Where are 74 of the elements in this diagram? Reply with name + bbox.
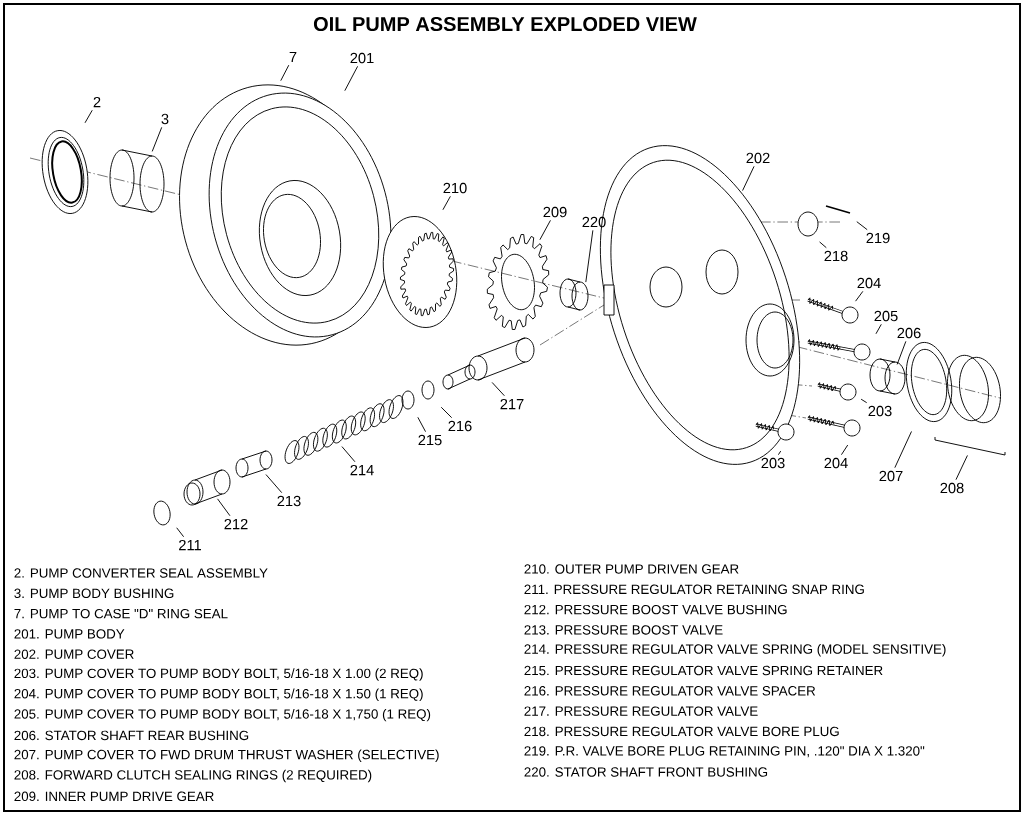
leader-line xyxy=(344,65,359,92)
parts-list-entry: 212. PRESSURE BOOST VALVE BUSHING xyxy=(524,604,787,615)
parts-list-entry: 203. PUMP COVER TO PUMP BODY BOLT, 5/16-18 X 1.00 (2 REQ) xyxy=(14,668,423,681)
callout-number: 208 xyxy=(940,482,964,494)
leader-line xyxy=(819,241,827,249)
leader-line xyxy=(217,498,231,517)
parts-list-entry: 209. INNER PUMP DRIVE GEAR xyxy=(14,791,214,802)
callout-number: 205 xyxy=(874,310,898,322)
callout-number: 216 xyxy=(448,420,472,432)
leader-line xyxy=(280,64,290,82)
callout-number: 214 xyxy=(350,464,374,476)
callout-number: 218 xyxy=(824,250,848,262)
callout-number: 201 xyxy=(350,52,374,64)
callout-number: 206 xyxy=(897,327,921,339)
leader-line xyxy=(875,323,882,335)
parts-list-entry: 7. PUMP TO CASE "D" RING SEAL xyxy=(14,608,228,619)
callout-number: 202 xyxy=(746,152,770,164)
callout-number: 219 xyxy=(866,232,890,244)
leader-line xyxy=(440,406,453,419)
leader-line xyxy=(860,398,868,404)
leader-line xyxy=(894,431,912,469)
callout-number: 207 xyxy=(879,470,903,482)
callout-number: 204 xyxy=(824,457,848,469)
callout-number: 3 xyxy=(161,113,169,125)
callout-number: 210 xyxy=(443,182,467,194)
leader-line xyxy=(341,446,356,463)
leader-line xyxy=(151,126,163,152)
title: OIL PUMP ASSEMBLY EXPLODED VIEW xyxy=(313,16,697,32)
callout-number: 220 xyxy=(582,216,606,228)
callout-number: 215 xyxy=(418,434,442,446)
callout-number: 2 xyxy=(93,96,101,108)
parts-list-entry: 3. PUMP BODY BUSHING xyxy=(14,588,174,599)
callout-number: 203 xyxy=(761,457,785,469)
leader-line xyxy=(777,450,782,456)
parts-list-entry: 205. PUMP COVER TO PUMP BODY BOLT, 5/16-18 X 1,750 (1 REQ) xyxy=(14,708,431,722)
parts-list-entry: 220. STATOR SHAFT FRONT BUSHING xyxy=(524,767,768,777)
parts-list-entry: 201. PUMP BODY xyxy=(14,629,125,639)
leader-line xyxy=(742,165,755,192)
leader-line xyxy=(855,290,864,302)
leader-line xyxy=(491,381,505,397)
leader-line xyxy=(896,340,907,365)
leader-line xyxy=(856,221,868,231)
leader-line xyxy=(585,229,594,283)
leader-line xyxy=(265,474,283,494)
leader-line xyxy=(840,444,849,456)
parts-list-entry: 204. PUMP COVER TO PUMP BODY BOLT, 5/16-18 X 1.50 (1 REQ) xyxy=(14,688,423,701)
callout-number: 213 xyxy=(277,495,301,507)
leader-line xyxy=(442,195,451,211)
callout-number: 211 xyxy=(179,539,201,551)
parts-list-entry: 215. PRESSURE REGULATOR VALVE SPRING RETAINER xyxy=(524,665,883,676)
parts-list-entry: 218. PRESSURE REGULATOR VALVE BORE PLUG xyxy=(524,726,839,737)
leader-line xyxy=(539,219,551,241)
parts-list-entry: 202. PUMP COVER xyxy=(14,649,134,659)
callout-number: 209 xyxy=(543,206,567,218)
parts-list-entry: 210. OUTER PUMP DRIVEN GEAR xyxy=(524,564,739,574)
leader-line xyxy=(955,454,968,481)
parts-list-entry: 213. PRESSURE BOOST VALVE xyxy=(524,625,723,635)
parts-list-entry: 214. PRESSURE REGULATOR VALVE SPRING (MODEL SENSITIVE) xyxy=(524,644,946,657)
parts-list-entry: 208. FORWARD CLUTCH SEALING RINGS (2 REQUIRED) xyxy=(14,769,372,783)
parts-list-entry: 217. PRESSURE REGULATOR VALVE xyxy=(524,706,758,716)
callout-number: 204 xyxy=(857,277,881,289)
parts-list-entry: 207. PUMP COVER TO FWD DRUM THRUST WASHER (SELECTIVE) xyxy=(14,749,439,762)
parts-list-entry: 216. PRESSURE REGULATOR VALVE SPACER xyxy=(524,686,816,696)
callout-number: 212 xyxy=(224,518,248,530)
callout-number: 203 xyxy=(868,405,892,417)
leader-line xyxy=(417,416,426,433)
parts-list-entry: 219. P.R. VALVE BORE PLUG RETAINING PIN, .120" DIA X 1.320" xyxy=(524,746,925,758)
parts-list-entry: 2. PUMP CONVERTER SEAL ASSEMBLY xyxy=(14,568,268,578)
callout-number: 7 xyxy=(289,51,297,63)
parts-list-entry: 211. PRESSURE REGULATOR RETAINING SNAP RING xyxy=(524,584,864,594)
leader-line xyxy=(84,109,93,124)
parts-list-entry: 206. STATOR SHAFT REAR BUSHING xyxy=(14,730,249,741)
callout-number: 217 xyxy=(500,398,524,410)
leader-line xyxy=(176,527,185,538)
